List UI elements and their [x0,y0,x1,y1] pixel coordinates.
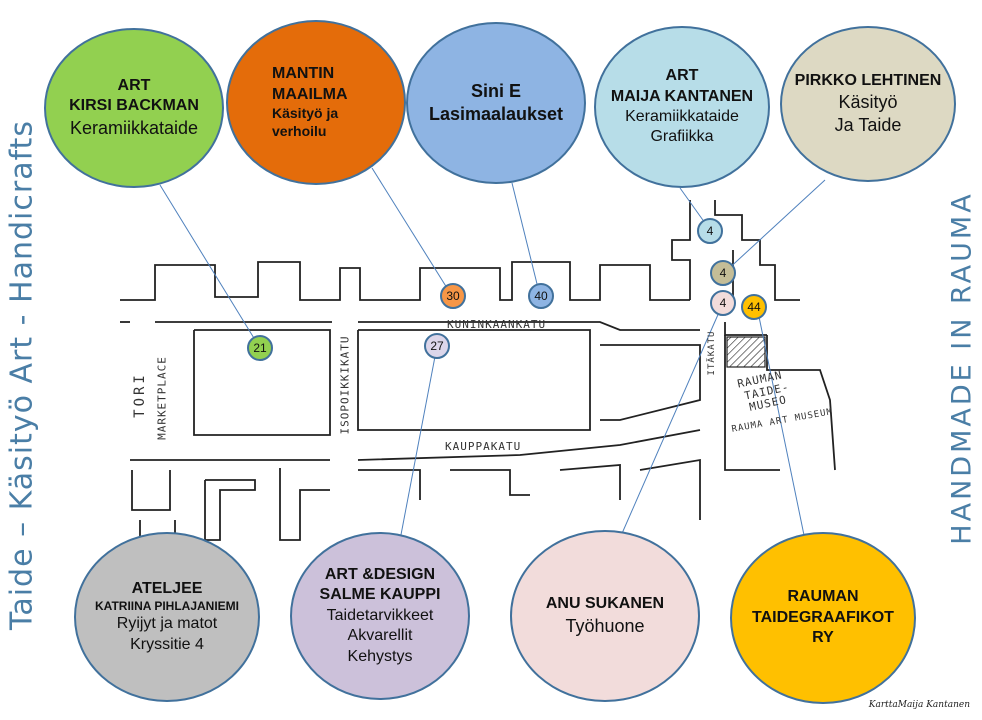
artist-circle-anu-sukanen[interactable]: ANU SUKANEN Työhuone [510,530,700,702]
street-label-isopoikkikatu: ISOPOIKKIKATU [338,335,352,435]
block-outline [279,468,330,541]
mantin-label-line4: verhoilu [272,122,327,139]
kauppi-label-craft3: Kehystys [347,647,413,665]
mantin-label-line1: MANTIN [272,65,335,83]
block-outline [724,335,780,471]
sini-label-craft: Lasimaalaukset [428,104,564,124]
street-label-kauppakatu: KAUPPAKATU [445,440,522,453]
artist-circle-mantin-maailma[interactable]: MANTIN MAAILMA Käsityö ja verhoilu [226,20,406,185]
art-museum-block [726,336,766,368]
marker-44[interactable]: 44 [741,294,767,320]
street-label-marketplace: MARKETPLACE [155,356,169,440]
pihlajaniemi-label-name: KATRIINA PIHLAJANIEMI [95,599,239,614]
map-credit: KarttaMaija Kantanen [868,700,970,710]
artist-circle-maija-kantanen[interactable]: ART MAIJA KANTANEN Keramiikkataide Grafi… [594,26,770,188]
title-handmade-in-rauma: HANDMADE IN RAUMA [946,191,978,545]
marker-27[interactable]: 27 [424,333,450,359]
kantanen-label-craft2: Grafiikka [650,128,714,146]
block-outline [450,469,530,496]
kantanen-label-name: MAIJA KANTANEN [610,87,754,105]
kantanen-label-craft1: Keramiikkataide [625,108,739,125]
connector-line [511,182,541,297]
block-outline [131,470,171,511]
taidegraafikot-label-line2: TAIDEGRAAFIKOT [752,608,894,626]
marker-4-lehtinen[interactable]: 4 [710,260,736,286]
artist-circle-katriina-pihlajaniemi[interactable]: ATELJEE KATRIINA PIHLAJANIEMI Ryijyt ja … [74,532,260,702]
connector-line [159,184,261,349]
title-art-handicrafts: Taide – Käsityö Art - Handicrafts [4,119,40,631]
marker-40[interactable]: 40 [528,283,554,309]
block-outline [671,200,691,300]
block-outline [600,344,701,421]
block-outline [559,464,621,500]
connector-line [724,179,826,273]
block-outline [357,329,591,431]
lehtinen-label-craft2: Ja Taide [834,115,902,136]
backman-label-name: KIRSI BACKMAN [69,97,199,115]
artist-circle-salme-kauppi[interactable]: ART &DESIGN SALME KAUPPI Taidetarvikkeet… [290,532,470,700]
pihlajaniemi-label-ateljee: ATELJEE [131,579,203,597]
marker-4-sukanen[interactable]: 4 [710,290,736,316]
pihlajaniemi-label-craft: Ryijyt ja matot [116,615,218,633]
block-outline [120,261,690,301]
street-label-tori: TORI [132,372,148,418]
sini-label-name: Sini E [470,80,521,101]
artist-circle-sini-e[interactable]: Sini E Lasimaalaukset [406,22,586,184]
backman-label-craft: Keramiikkataide [69,117,199,138]
pihlajaniemi-label-address: Kryssitie 4 [130,635,204,653]
block-outline [639,458,701,520]
street-label-itakatu: ITÄKATU [707,330,717,376]
sukanen-label-craft: Työhuone [565,615,645,636]
backman-label-art: ART [117,77,151,95]
kantanen-label-art: ART [665,67,699,85]
kauppi-label-craft1: Taidetarvikkeet [326,606,434,624]
marker-30[interactable]: 30 [440,283,466,309]
mantin-label-line3: Käsityö ja [272,105,339,122]
taidegraafikot-label-line1: RAUMAN [787,588,859,606]
mantin-label-line2: MAAILMA [272,85,348,103]
lehtinen-label-craft1: Käsityö [838,92,898,113]
marker-4-kantanen[interactable]: 4 [697,218,723,244]
lehtinen-label-name: PIRKKO LEHTINEN [794,71,942,89]
block-outline [766,335,836,471]
marker-21[interactable]: 21 [247,335,273,361]
artist-circle-kirsi-backman[interactable]: ART KIRSI BACKMAN Keramiikkataide [44,28,224,188]
block-outline [358,469,421,500]
artist-circle-rauman-taidegraafikot[interactable]: RAUMAN TAIDEGRAAFIKOT RY [730,532,916,704]
connector-line [371,167,453,297]
kauppi-label-name: SALME KAUPPI [319,586,441,604]
artist-circle-pirkko-lehtinen[interactable]: PIRKKO LEHTINEN Käsityö Ja Taide [780,26,956,182]
connector-line [399,345,438,541]
sukanen-label-name: ANU SUKANEN [545,595,665,613]
block-outline [357,429,701,461]
street-label-kuninkaankatu: KUNINKAANKATU [447,318,547,331]
connector-line [756,306,806,541]
kauppi-label-craft2: Akvarellit [347,627,413,645]
taidegraafikot-label-line3: RY [812,629,834,647]
block-outline [358,321,700,331]
connector-line [619,309,721,539]
kauppi-label-brand: ART &DESIGN [324,565,436,583]
block-outline [193,329,331,436]
block-outline [204,479,256,541]
